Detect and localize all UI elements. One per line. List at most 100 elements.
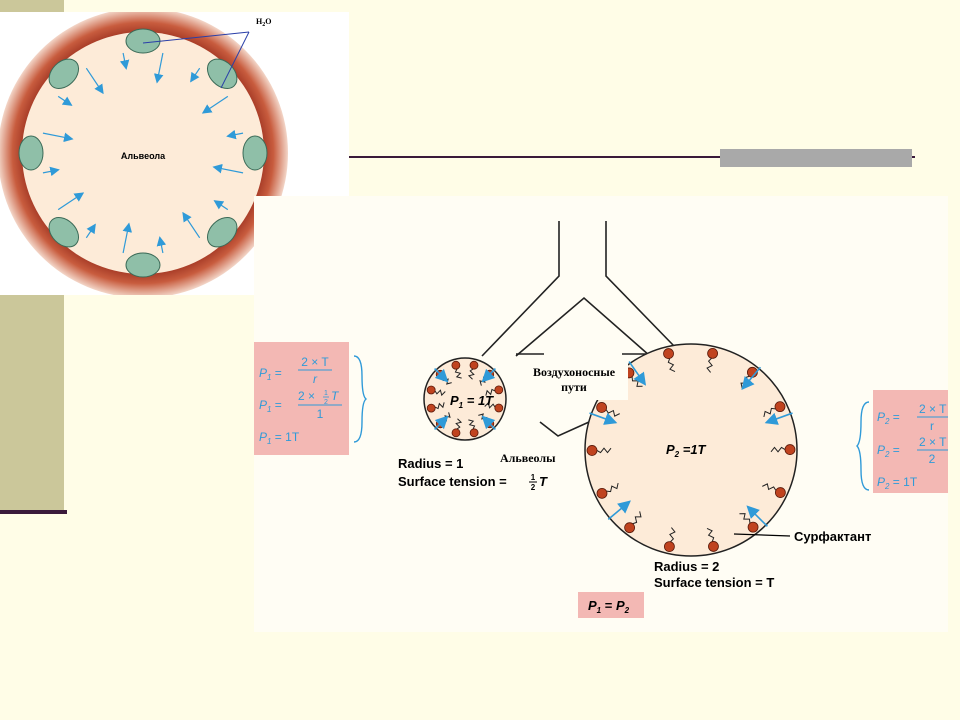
large-tension-arrows	[589, 361, 793, 527]
surfactant-pointer	[733, 533, 791, 537]
airways-label-bg	[518, 364, 628, 400]
inward-arrow-icon	[119, 52, 130, 70]
inward-arrow-icon	[201, 95, 229, 114]
right-f2-p: P2 =	[877, 443, 900, 459]
surfactant-tail	[667, 358, 676, 373]
left-f1-den: r	[313, 372, 318, 386]
surfactant-tail	[485, 388, 496, 396]
surfactant-head-icon	[494, 385, 504, 395]
left-f2-num-a: 2 ×	[298, 389, 315, 403]
right-f1-den: r	[930, 419, 934, 433]
inward-arrow-icon	[481, 368, 496, 383]
surfactant-tail	[706, 527, 715, 542]
surfactant-tail	[762, 483, 777, 491]
left-f2-den: 1	[317, 407, 324, 421]
inward-arrow-icon	[153, 52, 164, 84]
alveolus-svg: H2O Альвеола	[0, 8, 288, 298]
airway-tree	[481, 221, 675, 437]
surfactant-tail	[669, 527, 676, 543]
right-f2-num: 2 × T	[919, 435, 947, 449]
water-label: H2O	[256, 17, 271, 28]
surfactant-tail	[606, 482, 619, 493]
tension-arrows	[42, 52, 244, 254]
large-surfactant	[586, 347, 796, 553]
title-rule-accent	[720, 149, 912, 167]
surfactant-head-icon	[469, 360, 479, 370]
surfactant-head-icon	[624, 522, 636, 534]
inward-arrow-icon	[628, 361, 647, 386]
surfactant-tail	[434, 389, 446, 397]
right-f1-num: 2 × T	[919, 402, 947, 416]
water-drop-icon	[206, 58, 238, 90]
inward-arrow-icon	[434, 415, 449, 430]
inward-arrow-icon	[57, 192, 85, 211]
water-drop-icon	[242, 135, 268, 171]
inward-arrow-icon	[226, 129, 244, 140]
inward-arrow-icon	[42, 132, 74, 143]
airways-label-2: пути	[561, 380, 587, 394]
left-accent-rule	[0, 510, 67, 514]
inward-arrow-icon	[42, 166, 60, 177]
title-rule	[345, 156, 915, 158]
surfactant-head-icon	[494, 403, 504, 413]
inward-arrow-icon	[481, 415, 496, 430]
small-tension-arrows	[434, 368, 496, 430]
alveoli-label: Альвеолы	[500, 451, 556, 465]
inward-arrow-icon	[764, 412, 793, 425]
surfactant-tail	[484, 401, 496, 409]
surfactant-tail	[454, 368, 462, 379]
surfactant-tail	[596, 447, 612, 454]
laplace-diagram: Воздухоносные пути Альвеолы P1 = 1T P2 =…	[254, 196, 948, 632]
surfactant-tail	[468, 419, 476, 430]
surfactant-head-icon	[451, 360, 461, 370]
alveolus-lumen	[22, 32, 264, 274]
small-tension-frac-den: 2	[531, 483, 536, 492]
surfactant-head-icon	[707, 347, 719, 359]
inward-arrow-icon	[746, 505, 768, 527]
water-drop-icon	[125, 28, 161, 54]
surfactant-head-icon	[426, 385, 436, 395]
large-radius-text: Radius = 2	[654, 559, 719, 574]
inward-arrow-icon	[182, 211, 201, 239]
surfactant-tail	[467, 368, 475, 380]
alveolus-label: Альвеола	[121, 151, 166, 161]
airways-label-1: Воздухоносные	[533, 365, 616, 379]
left-formula-box	[254, 342, 349, 455]
inward-arrow-icon	[156, 236, 167, 254]
small-tension-text: Surface tension =	[398, 474, 507, 489]
inward-arrow-icon	[85, 67, 104, 95]
water-drop-icon	[18, 135, 44, 171]
left-f2-frac-d: 2	[324, 399, 328, 406]
p2-inner-label: P2 =1T	[666, 442, 707, 459]
surfactant-head-icon	[663, 348, 674, 359]
surfactant-head-icon	[747, 521, 759, 533]
water-drop-icon	[48, 216, 80, 248]
right-f3-p: P2 = 1T	[877, 475, 918, 491]
inward-arrow-icon	[434, 368, 449, 383]
small-radius-text: Radius = 1	[398, 456, 463, 471]
small-tension-T: T	[539, 474, 548, 489]
surfactant-head-icon	[774, 487, 786, 498]
left-f2-p: P1 =	[259, 398, 282, 414]
surfactant-head-icon	[586, 445, 598, 456]
surfactant-tail	[739, 513, 751, 524]
equality-box	[578, 592, 644, 618]
water-drop-icon	[125, 252, 161, 278]
laplace-svg: Воздухоносные пути Альвеолы P1 = 1T P2 =…	[254, 221, 948, 618]
large-alveolus	[584, 343, 798, 557]
inward-arrow-icon	[57, 95, 73, 106]
surfactant-label: Сурфактант	[794, 529, 871, 544]
inward-arrow-icon	[589, 412, 618, 425]
surfactant-tail	[455, 418, 463, 430]
inward-arrow-icon	[85, 223, 96, 239]
surfactant-head-icon	[708, 541, 719, 552]
inward-arrow-icon	[607, 500, 631, 521]
inward-arrow-icon	[122, 222, 133, 254]
right-brace	[856, 401, 870, 491]
left-f1-num: 2 × T	[301, 355, 329, 369]
surfactant-head-icon	[469, 428, 479, 438]
surfactant-tail	[706, 357, 713, 373]
water-pointer-line-2	[220, 31, 250, 89]
inward-arrow-icon	[213, 200, 229, 211]
p1-inner-label: P1 = 1T	[450, 393, 494, 410]
